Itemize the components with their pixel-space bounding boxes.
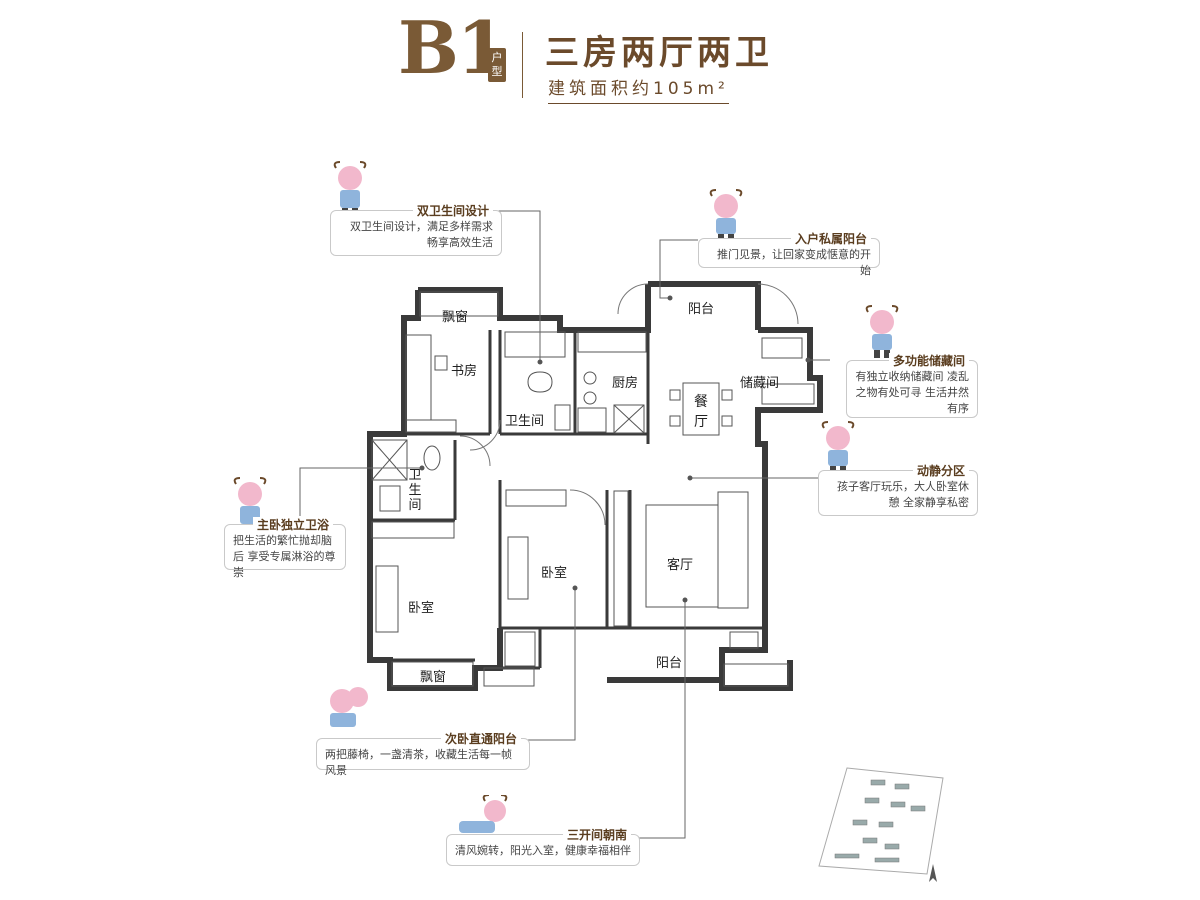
mascot-icon	[333, 161, 367, 216]
callout-title: 三开间朝南	[562, 827, 631, 843]
compass-icon	[929, 864, 937, 882]
room-storage: 储藏间	[740, 376, 780, 391]
mascot-icon	[709, 189, 743, 242]
room-study: 书房	[451, 364, 478, 379]
room-ensuite: 卫生间	[408, 468, 422, 513]
unit-tag: 户型	[488, 48, 506, 82]
callout-zoning: 动静分区 孩子客厅玩乐，大人卧室休憩 全家静享私密	[818, 463, 978, 516]
callout-title: 主卧独立卫浴	[253, 517, 334, 533]
mascot-icon	[865, 305, 899, 358]
room-balcony-top: 阳台	[688, 302, 715, 317]
room-kitchen: 厨房	[612, 376, 639, 391]
callout-dual-bathroom: 双卫生间设计 双卫生间设计，满足多样需求 畅享高效生活	[330, 203, 502, 256]
callout-desc: 清风婉转，阳光入室，健康幸福相伴	[455, 844, 631, 857]
callout-desc: 两把藤椅，一盏清茶，收藏生活每一帧风景	[325, 748, 512, 777]
callout-desc: 把生活的繁忙抛却脑后 享受专属淋浴的尊崇	[233, 534, 336, 579]
header-divider	[522, 32, 523, 98]
callout-title: 次卧直通阳台	[440, 731, 521, 747]
unit-area: 建筑面积约105m²	[548, 74, 729, 104]
room-living: 客厅	[667, 558, 694, 573]
room-balcony-bottom: 阳台	[656, 656, 683, 671]
unit-title: 三房两厅两卫	[545, 33, 773, 73]
callout-master-ensuite: 主卧独立卫浴 把生活的繁忙抛却脑后 享受专属淋浴的尊崇	[224, 517, 346, 579]
callout-desc: 推门见景，让回家变成惬意的开始	[717, 248, 871, 277]
callout-bedroom-balcony: 次卧直通阳台 两把藤椅，一盏清茶，收藏生活每一帧风景	[316, 731, 530, 777]
callout-title: 双卫生间设计	[412, 203, 493, 219]
callout-private-balcony: 入户私属阳台 推门见景，让回家变成惬意的开始	[698, 231, 880, 277]
callout-south-facing: 三开间朝南 清风婉转，阳光入室，健康幸福相伴	[446, 827, 640, 866]
mascot-icon	[459, 795, 508, 833]
callout-desc: 双卫生间设计，满足多样需求 畅享高效生活	[350, 220, 493, 249]
callout-title: 动静分区	[912, 463, 969, 479]
callout-title: 入户私属阳台	[790, 231, 871, 247]
room-bedroom-master: 卧室	[408, 601, 435, 616]
callout-desc: 有独立收纳储藏间 凌乱之物有处可寻 生活井然有序	[855, 370, 970, 415]
callout-desc: 孩子客厅玩乐，大人卧室休憩 全家静享私密	[837, 480, 969, 509]
room-bay-window-top: 飘窗	[442, 310, 469, 325]
mascot-icon	[821, 421, 855, 474]
callout-title: 多功能储藏间	[888, 353, 969, 369]
callout-storage: 多功能储藏间 有独立收纳储藏间 凌乱之物有处可寻 生活井然有序	[846, 353, 978, 418]
room-dining: 餐厅	[694, 394, 708, 430]
room-bedroom-second: 卧室	[541, 566, 568, 581]
room-bathroom-main: 卫生间	[505, 414, 545, 429]
room-bay-window-bottom: 飘窗	[420, 670, 447, 685]
mascot-icon	[330, 687, 368, 727]
site-plan-icon	[818, 767, 944, 875]
